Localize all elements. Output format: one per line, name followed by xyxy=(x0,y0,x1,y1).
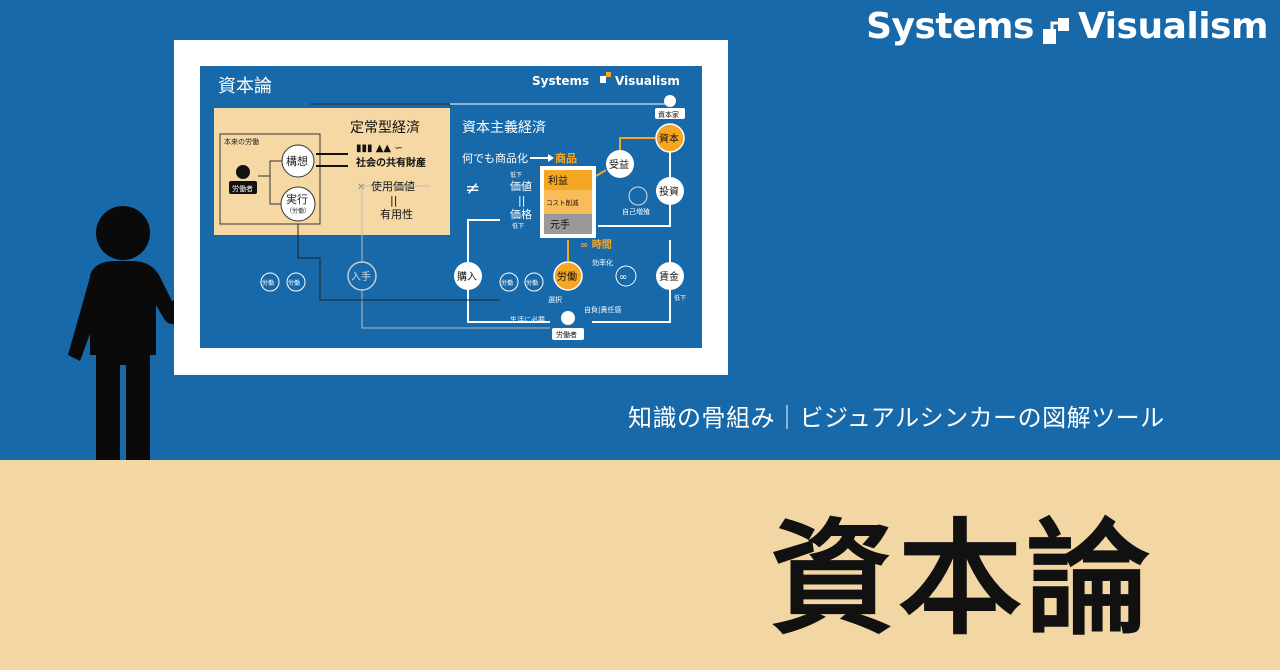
cross-icon: ✕ xyxy=(357,182,365,193)
profit-label: 利益 xyxy=(548,174,568,187)
efficiency-label: 効率化 xyxy=(592,258,613,267)
capital-label: 資本 xyxy=(659,132,679,145)
wage-label: 賃金 xyxy=(659,270,679,283)
low1-label: 低下 xyxy=(510,171,522,179)
original-labor-box xyxy=(219,133,321,225)
bottom-worker-head-icon xyxy=(561,311,575,325)
cost-cut-cell xyxy=(544,190,592,214)
commodity-label: 商品 xyxy=(555,151,577,165)
worker-connector xyxy=(258,160,282,205)
small-labor-badge-2 xyxy=(286,272,306,292)
concept-label: 構想 xyxy=(286,154,308,168)
eq2-label: || xyxy=(518,194,525,207)
page-title: 資本論 xyxy=(770,508,1155,652)
capital-diagram: 資本論 Systems Visualism 本来の労働 労働者 構想 実行 （労… xyxy=(200,66,702,348)
profit-cell xyxy=(544,170,592,190)
invest-node xyxy=(656,177,684,205)
profit-to-receive-arrow xyxy=(595,169,607,177)
slide-brand-left: Systems xyxy=(532,74,589,88)
acquire-label: 入手 xyxy=(351,270,371,283)
brand-name-left: Systems xyxy=(866,6,1034,47)
capitalism-title: 資本主義経済 xyxy=(462,119,546,136)
slide-brand-icon-accent xyxy=(606,72,611,77)
capitalist-badge xyxy=(655,108,685,119)
commons-label: 社会の共有財産 xyxy=(355,156,426,169)
usefulness-label: 有用性 xyxy=(380,207,413,221)
worker-label: 労働者 xyxy=(232,184,253,193)
purchase-to-price-arrow xyxy=(467,219,500,262)
slide-title: 資本論 xyxy=(218,76,272,97)
execute-to-labor-line xyxy=(297,224,500,301)
wage-flow xyxy=(592,240,671,323)
efficiency-infinity: ∞ xyxy=(619,272,627,283)
worker-badge xyxy=(229,181,257,194)
time-label: ∞ 時間 xyxy=(580,238,612,251)
receive-node xyxy=(606,150,634,178)
eq1-label: || xyxy=(390,194,397,207)
labor-label: 労働 xyxy=(557,270,577,283)
capitalist-label: 資本家 xyxy=(658,110,679,119)
slide-brand-right: Visualism xyxy=(615,74,680,88)
low3-label: 低下 xyxy=(674,294,686,302)
principal-label: 元手 xyxy=(550,218,570,231)
worker-to-purchase-flow xyxy=(467,290,550,323)
bottom-worker-badge xyxy=(552,328,584,340)
receive-label: 受益 xyxy=(609,158,629,171)
title-connector xyxy=(310,103,451,108)
invest-label: 投資 xyxy=(659,185,679,198)
acquire-flow xyxy=(361,185,550,329)
execute-sub-label: （労働） xyxy=(286,207,310,215)
choice-label: 選択 xyxy=(548,295,562,304)
brand-name-right: Visualism xyxy=(1077,6,1269,47)
efficiency-cycle xyxy=(615,265,637,287)
steady-state-panel xyxy=(214,108,450,235)
neq-symbol: ≠ xyxy=(465,178,480,199)
small-labor-badge-1 xyxy=(260,272,280,292)
slide-board: 資本論 Systems Visualism 本来の労働 労働者 構想 実行 （労… xyxy=(174,40,728,375)
systems-visualism-icon xyxy=(1042,13,1070,44)
subtitle: 知識の骨組み｜ビジュアルシンカーの図解ツール xyxy=(628,404,1165,432)
low2-label: 低下 xyxy=(512,222,524,230)
price-label: 価格 xyxy=(510,207,532,221)
worker-head-icon xyxy=(236,165,250,179)
invest-flow xyxy=(598,152,671,227)
small-labor-label-3: 労働 xyxy=(501,279,513,287)
title-band xyxy=(0,460,1280,670)
small-labor-label-2: 労働 xyxy=(288,279,300,287)
presenter-figure-icon xyxy=(60,205,310,465)
small-labor-badge-4 xyxy=(524,272,544,292)
original-labor-label: 本来の労働 xyxy=(224,137,259,146)
brand-logo: Systems Visualism xyxy=(866,6,1268,47)
principal-cell xyxy=(544,214,592,234)
receive-to-capital-arrow xyxy=(619,137,655,150)
self-responsibility-label: 自負|責任感 xyxy=(584,305,621,314)
life-necessity-label: 生活に必要 xyxy=(510,315,545,324)
small-labor-label-1: 労働 xyxy=(262,279,274,287)
execute-label: 実行 xyxy=(286,192,308,206)
capitalist-connector xyxy=(450,95,671,105)
bottom-worker-label: 労働者 xyxy=(556,330,577,339)
self-growth-cycle xyxy=(628,186,648,206)
commons-icons: ▮▮▮ ▲▲ ∽ xyxy=(356,143,403,154)
concept-to-commons-arrow xyxy=(316,153,348,167)
purchase-node xyxy=(454,262,482,290)
purchase-label: 購入 xyxy=(457,270,477,283)
wage-node xyxy=(656,262,684,290)
small-labor-badge-3 xyxy=(499,272,519,292)
commodify-label: 何でも商品化 xyxy=(462,151,528,165)
value-label: 価値 xyxy=(510,180,532,193)
small-labor-label-4: 労働 xyxy=(526,279,538,287)
slide-brand-icon xyxy=(600,76,606,83)
cost-cut-label: コスト削減 xyxy=(546,198,579,207)
steady-state-title: 定常型経済 xyxy=(350,120,420,136)
commodify-arrowhead xyxy=(548,154,554,162)
self-growth-label: 自己増殖 xyxy=(622,207,650,216)
